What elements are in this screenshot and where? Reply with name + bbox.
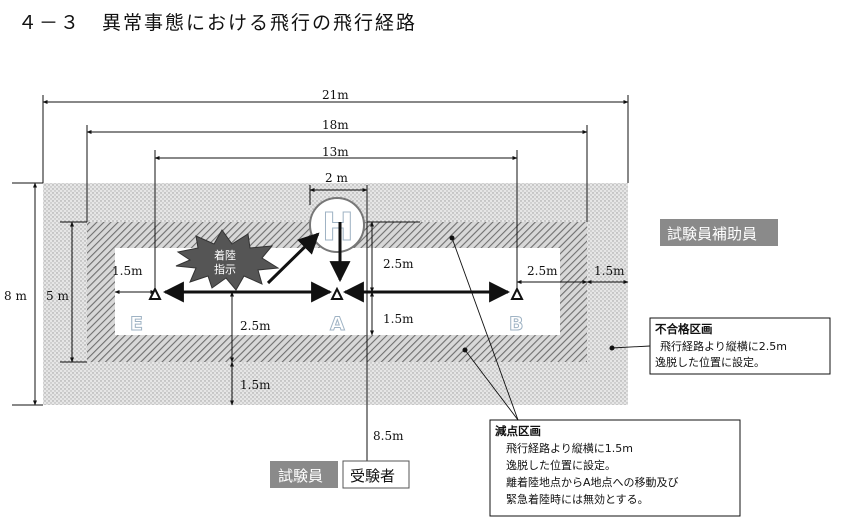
point-a-label: A [330, 313, 345, 335]
point-a-marker [330, 286, 344, 300]
page-title: ４－３ 異常事態における飛行の飛行経路 [18, 12, 418, 34]
deduction-zone-line4: 緊急着陸時には無効とする。 [506, 492, 649, 506]
fail-zone-note-box [649, 317, 831, 375]
dim-2m: 2 m [325, 171, 348, 185]
deduction-zone-line3: 離着陸地点からA地点への移動及び [506, 475, 679, 489]
dim-bottom-2-5m: 2.5m [240, 319, 271, 333]
point-b-marker [510, 286, 524, 300]
examiner-assistant-label: 試験員補助員 [667, 225, 757, 243]
examinee-label: 受験者 [350, 467, 395, 485]
fail-zone-line2: 逸脱した位置に設定。 [655, 355, 765, 369]
deduction-zone-title: 減点区画 [495, 424, 541, 438]
dim-13m: 13m [322, 145, 349, 159]
dim-left-1-5m: 1.5m [112, 264, 143, 278]
diagonal-arrow-to-helipad [266, 232, 320, 285]
helipad-h-label: H [322, 205, 354, 249]
point-e-label: E [130, 313, 143, 335]
examiner-badge [270, 461, 338, 488]
dim-bottom-1-5m: 1.5m [240, 378, 271, 392]
deduction-zone-note-box [489, 419, 741, 517]
deduction-zone-line2: 逸脱した位置に設定。 [506, 458, 616, 472]
landing-instruction-line1: 着陸 [214, 248, 236, 262]
examiner-label: 試験員 [278, 467, 323, 485]
examinee-badge [342, 460, 410, 489]
landing-instruction-burst [175, 229, 280, 291]
landing-instruction-line2: 指示 [214, 262, 236, 276]
point-e-marker [148, 286, 162, 300]
dim-21m: 21m [322, 88, 349, 102]
dim-right-1-5m: 1.5m [594, 264, 625, 278]
helipad-circle [309, 197, 365, 253]
fail-zone-line1: 飛行経路より縦横に2.5m [660, 339, 787, 353]
fail-zone-title: 不合格区画 [655, 322, 713, 336]
examiner-assistant-badge [660, 219, 778, 246]
dim-8m: 8 m [4, 289, 27, 303]
dim-18m: 18m [322, 118, 349, 132]
dim-right-2-5m: 2.5m [527, 264, 558, 278]
dim-top-2-5m: 2.5m [383, 257, 414, 271]
dim-8-5m: 8.5m [373, 429, 404, 443]
deduction-zone-line1: 飛行経路より縦横に1.5m [506, 441, 633, 455]
dim-mid-1-5m: 1.5m [383, 312, 414, 326]
dim-5m: 5 m [46, 289, 69, 303]
point-b-label: B [509, 313, 523, 335]
